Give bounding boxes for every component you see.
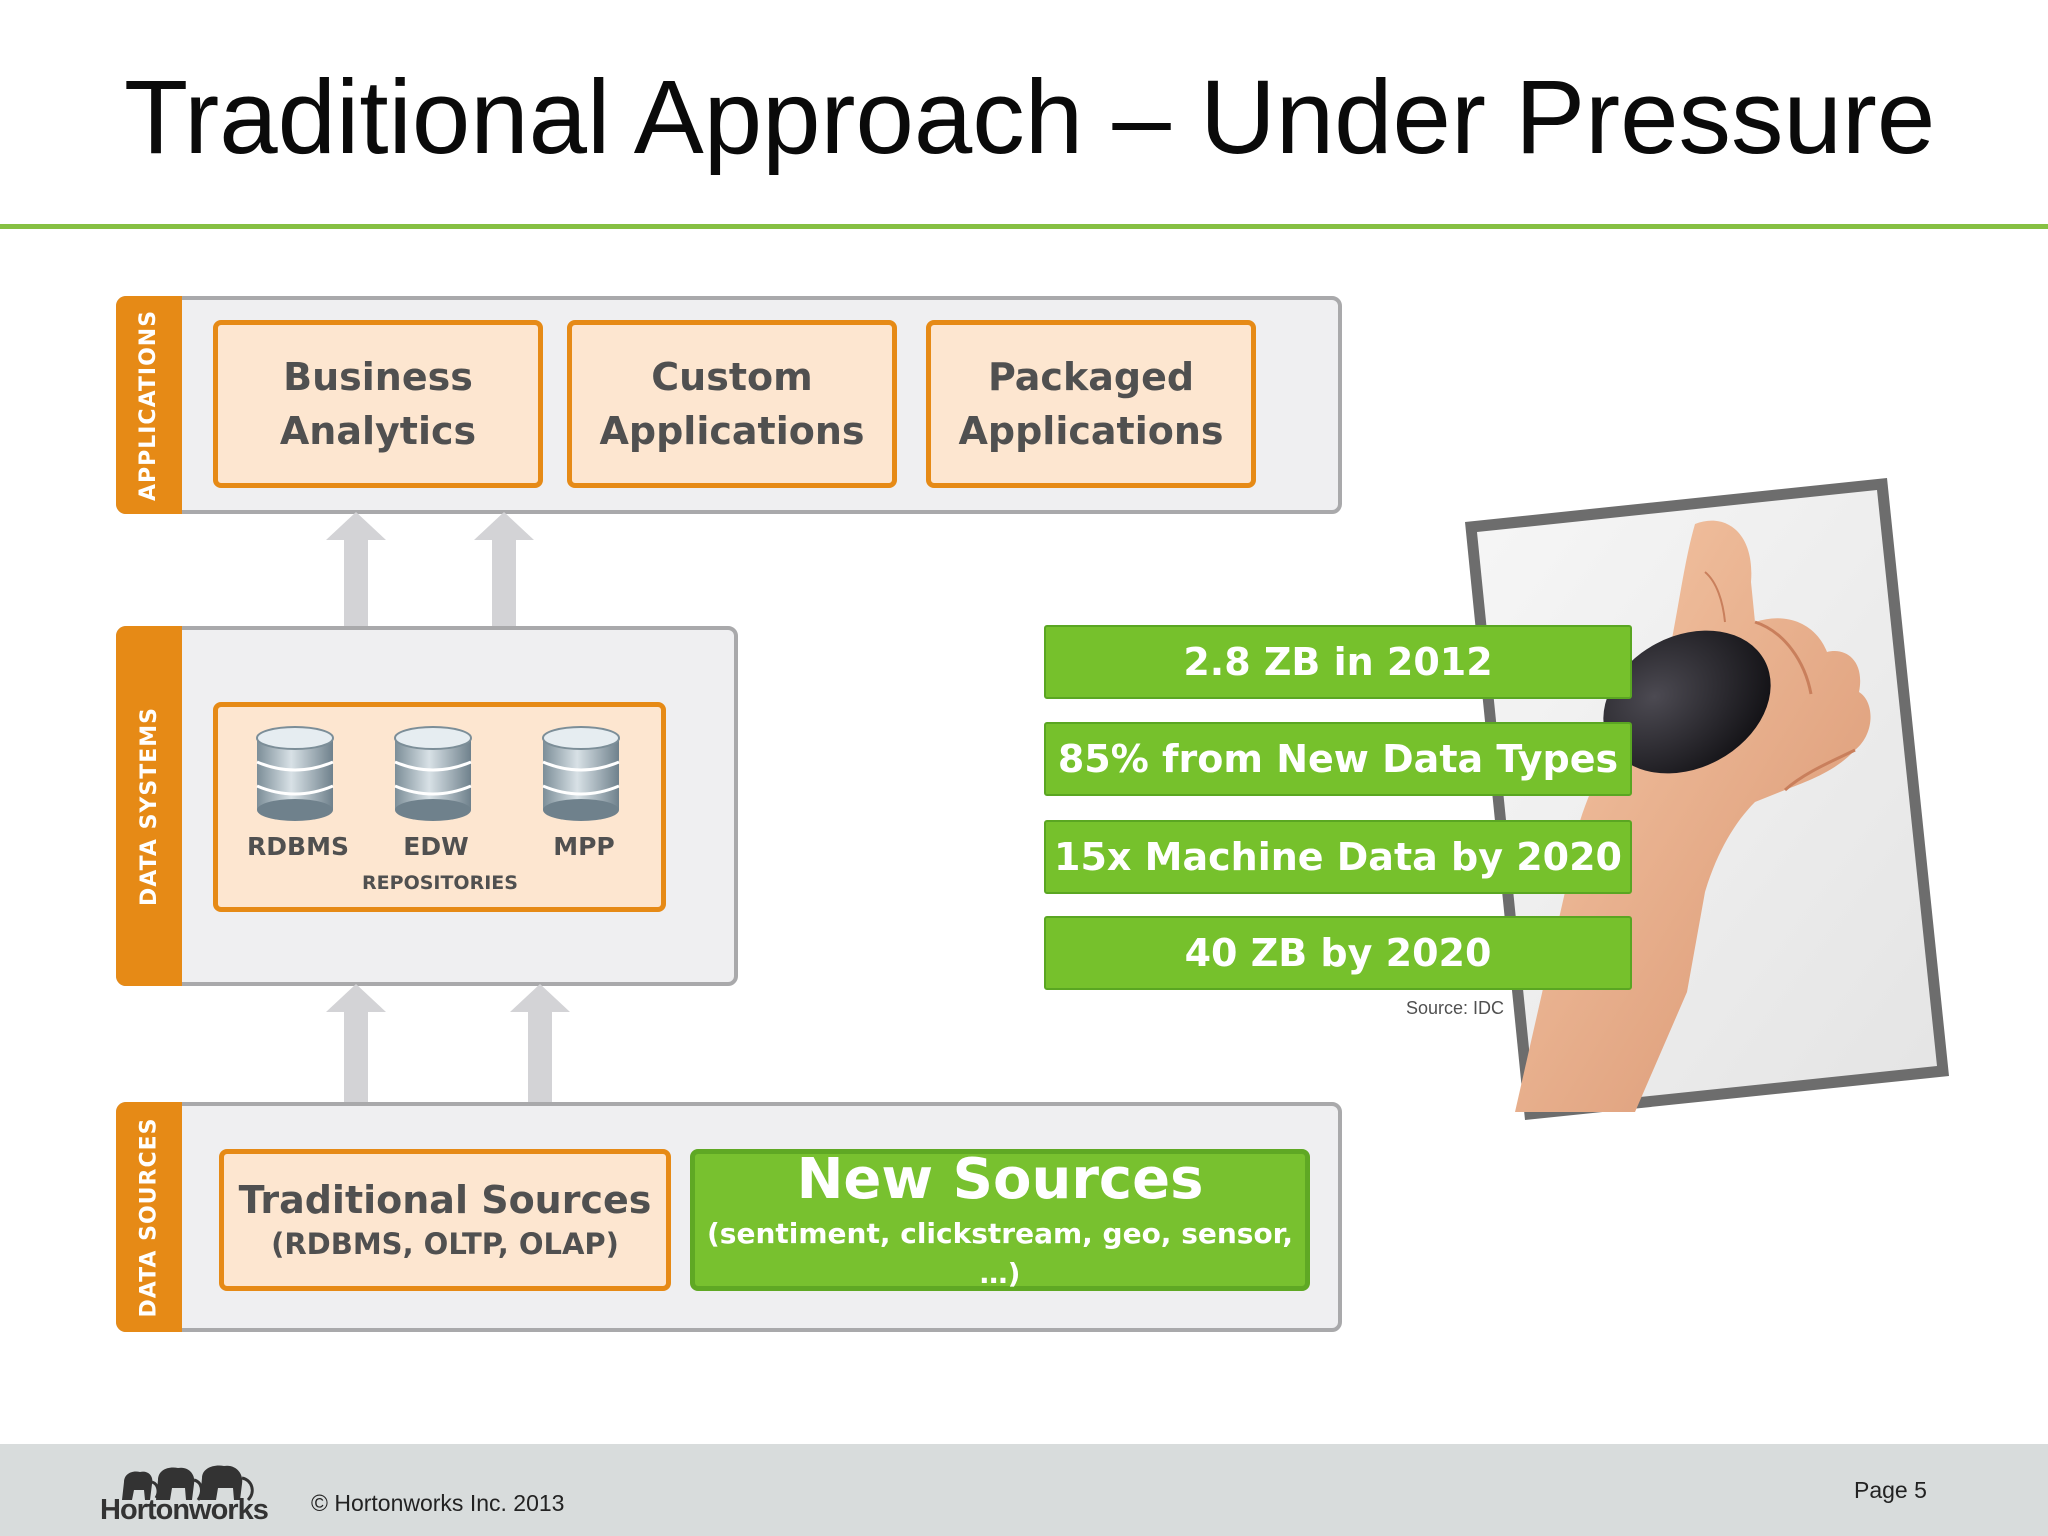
traditional-sources-title: Traditional Sources <box>238 1178 652 1222</box>
database-icon <box>394 726 472 821</box>
elephant-logo-icon <box>122 1465 254 1502</box>
custom-applications-line1: Custom <box>651 355 813 399</box>
traditional-sources-box: Traditional Sources (RDBMS, OLTP, OLAP) <box>219 1149 671 1291</box>
logo-wordmark: Hortonworks <box>100 1494 269 1526</box>
applications-label: APPLICATIONS <box>136 309 162 501</box>
double-arrow-icon <box>474 512 534 698</box>
custom-applications-line2: Applications <box>599 409 865 453</box>
hand-squeezing-ball-photo <box>1465 478 1949 1120</box>
slide-title: Traditional Approach – Under Pressure <box>124 59 1936 176</box>
data-sources-tab: DATA SOURCES <box>116 1102 182 1332</box>
edw-label: EDW <box>403 832 469 861</box>
traditional-sources-detail: (RDBMS, OLTP, OLAP) <box>271 1227 619 1261</box>
footer-bar <box>0 1444 2048 1536</box>
title-divider <box>0 224 2048 229</box>
business-analytics-box: Business Analytics <box>213 320 543 488</box>
database-icon <box>542 726 620 821</box>
up-arrow-icon <box>326 984 386 1104</box>
new-sources-title: New Sources <box>796 1147 1204 1212</box>
data-systems-tab: DATA SYSTEMS <box>116 626 182 986</box>
rdbms-label: RDBMS <box>247 832 349 861</box>
repositories-label: REPOSITORIES <box>362 872 518 894</box>
stat-bar: 85% from New Data Types <box>1044 722 1632 796</box>
business-analytics-line2: Analytics <box>279 409 477 453</box>
new-sources-detail: (sentiment, clickstream, geo, sensor, …) <box>706 1217 1294 1290</box>
packaged-applications-line1: Packaged <box>987 355 1195 399</box>
stat-bar: 40 ZB by 2020 <box>1044 916 1632 990</box>
business-analytics-line1: Business <box>283 355 473 399</box>
data-sources-label: DATA SOURCES <box>136 1117 162 1317</box>
packaged-applications-line2: Applications <box>958 409 1224 453</box>
up-arrow-icon <box>510 984 570 1104</box>
source-note: Source: IDC <box>1406 998 1505 1018</box>
packaged-applications-box: Packaged Applications <box>926 320 1256 488</box>
new-sources-box: New Sources (sentiment, clickstream, geo… <box>690 1147 1310 1291</box>
database-icon <box>256 726 334 821</box>
stat-bar: 2.8 ZB in 2012 <box>1044 625 1632 699</box>
page-number: Page 5 <box>1854 1477 1927 1503</box>
double-arrow-icon <box>326 512 386 698</box>
mpp-label: MPP <box>553 832 615 861</box>
stat-bar: 15x Machine Data by 2020 <box>1044 820 1632 894</box>
applications-tab: APPLICATIONS <box>116 296 182 514</box>
data-systems-label: DATA SYSTEMS <box>136 706 162 906</box>
copyright-text: © Hortonworks Inc. 2013 <box>311 1490 565 1516</box>
custom-applications-box: Custom Applications <box>567 320 897 488</box>
